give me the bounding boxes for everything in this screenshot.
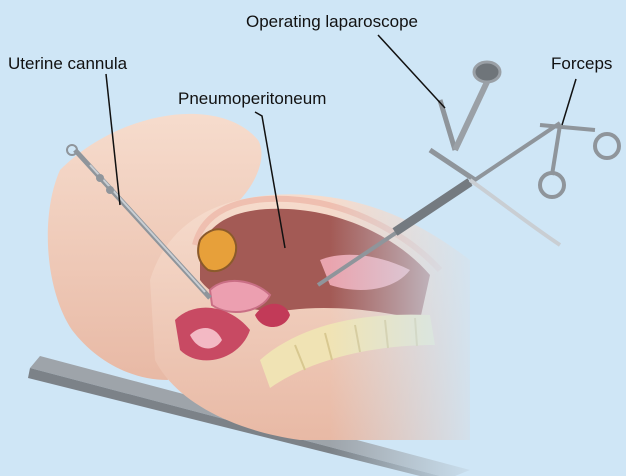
label-operating-laparoscope: Operating laparoscope	[246, 12, 418, 31]
bladder	[198, 229, 236, 271]
label-forceps: Forceps	[551, 54, 612, 73]
label-pneumoperitoneum: Pneumoperitoneum	[178, 89, 326, 108]
label-uterine-cannula: Uterine cannula	[8, 54, 128, 73]
